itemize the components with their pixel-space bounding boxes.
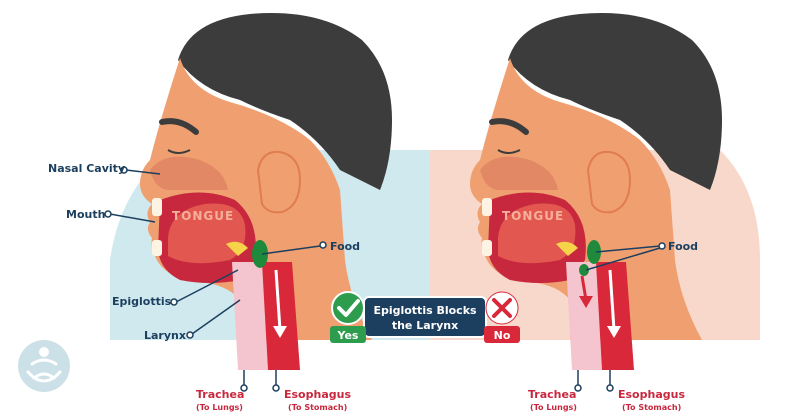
label-esophagus-right: Esophagus [618, 388, 685, 401]
banner-box [363, 296, 487, 338]
left-tongue-shape [168, 203, 246, 264]
left-panel: TONGUE Nasal [48, 13, 430, 412]
left-hair [178, 13, 392, 191]
yes-check-circle [331, 291, 365, 325]
left-ear [256, 150, 302, 214]
left-esophagus-arrowhead [273, 326, 287, 338]
left-eyebrow [159, 118, 199, 135]
left-nasal-cavity [150, 156, 228, 190]
left-nasal-leader [125, 169, 161, 175]
right-upper-teeth [482, 198, 492, 216]
right-ear [586, 150, 632, 214]
left-esophagus-tube [262, 262, 300, 370]
banner-line-2: the Larynx [392, 319, 458, 332]
right-tongue-label: TONGUE [502, 209, 564, 223]
label-esophagus-left-sub: (To Stomach) [288, 403, 347, 412]
right-trachea-dot [574, 384, 582, 392]
left-epiglottis-shape [226, 241, 248, 256]
left-mouth-leader [109, 213, 156, 223]
label-esophagus-right-sub: (To Stomach) [622, 403, 681, 412]
left-food-leader [261, 245, 321, 255]
left-trachea-tube [232, 262, 268, 370]
right-food-bolus-lower [579, 264, 589, 276]
label-larynx: Larynx [144, 329, 186, 342]
left-nasal-dot [120, 166, 128, 174]
label-trachea-left: Trachea [196, 388, 244, 401]
right-food-dot [658, 242, 666, 250]
check-icon [337, 299, 360, 317]
yes-badge-label: Yes [337, 329, 359, 342]
right-esophagus-tube [596, 262, 634, 370]
right-hair [508, 13, 722, 191]
label-trachea-right: Trachea [528, 388, 576, 401]
right-nasal-cavity [480, 156, 558, 190]
right-food-leader-2 [585, 247, 661, 271]
left-epiglottis-dot [170, 298, 178, 306]
banner-line-1: Epiglottis Blocks [373, 304, 477, 317]
right-tongue-shape [498, 203, 576, 264]
right-esophagus-arrow [608, 269, 616, 331]
right-eye [497, 149, 521, 154]
right-food-leader-1 [595, 245, 661, 253]
left-upper-teeth [152, 198, 162, 216]
label-food-right: Food [668, 240, 698, 253]
left-mouth-dot [104, 210, 112, 218]
label-epiglottis: Epiglottis [112, 295, 172, 308]
right-lower-teeth [482, 240, 492, 256]
right-esophagus-dot [606, 384, 614, 392]
left-eye [167, 149, 191, 154]
left-tongue-label: TONGUE [172, 209, 234, 223]
left-esophagus-dot [272, 384, 280, 392]
left-epiglottis-leader [175, 269, 239, 303]
right-epiglottis-shape [556, 241, 578, 256]
left-larynx-leader [191, 299, 241, 335]
cross-icon [492, 298, 512, 318]
left-food-bolus [252, 240, 268, 268]
no-badge-label: No [494, 329, 511, 342]
label-nasal-cavity: Nasal Cavity [48, 162, 125, 175]
right-trachea-tube [566, 262, 602, 370]
label-food-left: Food [330, 240, 360, 253]
label-mouth: Mouth [66, 208, 105, 221]
right-wrong-path-arrowhead [579, 296, 593, 308]
label-trachea-right-sub: (To Lungs) [530, 403, 577, 412]
logo-icon [18, 340, 70, 392]
right-esophagus-arrowhead [607, 326, 621, 338]
no-badge [484, 326, 520, 343]
center-banner: Epiglottis Blocks the Larynx Yes No [330, 291, 520, 343]
left-lower-teeth [152, 240, 162, 256]
right-eyebrow [489, 118, 529, 135]
right-panel: TONGUE Food Trachea (To Lungs) Esophagus… [430, 13, 760, 412]
left-esophagus-arrow [274, 269, 282, 331]
left-larynx-dot [186, 331, 194, 339]
label-trachea-left-sub: (To Lungs) [196, 403, 243, 412]
left-trachea-dot [240, 384, 248, 392]
label-esophagus-left: Esophagus [284, 388, 351, 401]
yes-badge [330, 326, 366, 343]
right-food-bolus-upper [587, 240, 601, 264]
left-food-dot [319, 241, 327, 249]
